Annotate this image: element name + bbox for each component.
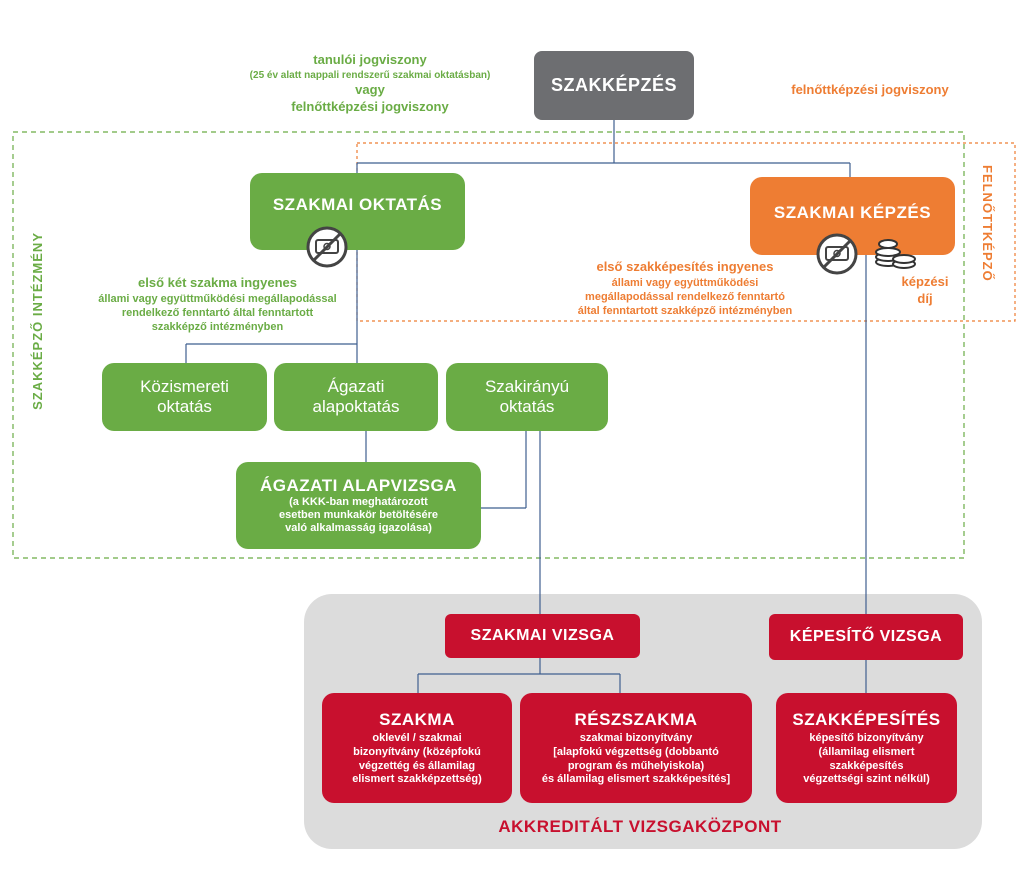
szakkepesites-line2: (államilag elismert — [818, 745, 915, 758]
reszszakma-line1: szakmai bizonyítvány — [579, 732, 693, 745]
szakmai-vizsga-title: SZAKMAI VIZSGA — [470, 627, 615, 644]
oktatas-note-line1: első két szakma ingyenes — [138, 275, 297, 290]
szakiranyu-box: Szakirányú oktatás — [446, 363, 608, 431]
top-note-line1: tanulói jogviszony — [313, 52, 427, 67]
szakma-box: SZAKMA oklevél / szakmai bizonyítvány (k… — [322, 693, 512, 803]
szakkepzo-intezmeny-region — [12, 131, 965, 559]
szakma-line4: elismert szakképzettség) — [352, 773, 482, 786]
top-note-line3: vagy — [355, 81, 385, 97]
kozismereti-line1: Közismereti — [140, 377, 229, 396]
szakmai-oktatas-box: SZAKMAI OKTATÁS — [250, 173, 465, 250]
kepzes-note-line4: által fenntartott szakképző intézményben — [577, 305, 793, 318]
reszszakma-title: RÉSZSZAKMA — [574, 709, 698, 729]
szakkepesites-title: SZAKKÉPESÍTÉS — [792, 709, 941, 729]
reszszakma-line2: [alapfokú végzettség (dobbantó — [553, 745, 719, 758]
agazati-box: Ágazati alapoktatás — [274, 363, 438, 431]
felnottkepzo-region — [356, 142, 1016, 322]
alapvizsga-line1: (a KKK-ban meghatározott — [289, 495, 428, 508]
agazati-line2: alapoktatás — [312, 397, 400, 416]
szakma-line1: oklevél / szakmai — [372, 732, 462, 745]
kepzes-note: első szakképesítés ingyenes állami vagy … — [555, 259, 815, 319]
reszszakma-line4: és államilag elismert szakképesítés] — [541, 773, 731, 786]
kepesito-vizsga-title: KÉPESÍTŐ VIZSGA — [789, 628, 943, 645]
szakmai-oktatas-title: SZAKMAI OKTATÁS — [272, 194, 443, 214]
alapvizsga-box: ÁGAZATI ALAPVIZSGA (a KKK-ban meghatároz… — [236, 462, 481, 549]
alapvizsga-line3: való alkalmasság igazolása) — [285, 522, 432, 535]
oktatas-note-line3: rendelkező fenntartó által fenntartott — [121, 307, 314, 320]
no-money-icon-2 — [816, 233, 858, 275]
kozismereti-line2: oktatás — [157, 397, 212, 416]
akkreditalt-label: AKKREDITÁLT VIZSGAKÖZPONT — [498, 817, 782, 836]
szakkepzo-intezmeny-label: SZAKKÉPZŐ INTÉZMÉNY — [30, 232, 45, 410]
szakma-line2: bizonyítvány (középfokú — [353, 745, 481, 758]
szakkepesites-box: SZAKKÉPESÍTÉS képesítő bizonyítvány (áll… — [776, 693, 957, 803]
felnottkepzo-label: FELNŐTTKÉPZŐ — [980, 165, 995, 282]
alapvizsga-line2: esetben munkakör betöltésére — [279, 509, 438, 522]
root-box: SZAKKÉPZÉS — [534, 51, 694, 120]
agazati-line1: Ágazati — [327, 377, 385, 396]
szakkepesites-line4: végzettségi szint nélkül) — [803, 773, 930, 786]
fee-note-line1: képzési — [901, 274, 949, 289]
kepzes-note-line3: megállapodással rendelkező fenntartó — [585, 291, 785, 304]
top-note-line2: (25 év alatt nappali rendszerű szakmai o… — [249, 69, 491, 81]
oktatas-note-line2: állami vagy együttműködési megállapodáss… — [98, 292, 337, 305]
top-note: tanulói jogviszony (25 év alatt nappali … — [210, 52, 530, 116]
szakkepesites-line1: képesítő bizonyítvány — [809, 732, 924, 745]
szakma-title: SZAKMA — [379, 709, 455, 729]
szakmai-vizsga-box: SZAKMAI VIZSGA — [445, 614, 640, 658]
reszszakma-box: RÉSZSZAKMA szakmai bizonyítvány [alapfok… — [520, 693, 752, 803]
szakmai-kepzes-box: SZAKMAI KÉPZÉS — [750, 177, 955, 255]
szakkepesites-line3: szakképesítés — [829, 759, 904, 772]
kepesito-vizsga-box: KÉPESÍTŐ VIZSGA — [769, 614, 963, 660]
alapvizsga-title: ÁGAZATI ALAPVIZSGA — [260, 475, 457, 495]
right-note: felnőttképzési jogviszony — [791, 82, 949, 97]
kozismereti-box: Közismereti oktatás — [102, 363, 267, 431]
szakiranyu-line2: oktatás — [499, 397, 555, 416]
top-note-line4: felnőttképzési jogviszony — [291, 98, 449, 114]
coins-icon — [875, 239, 916, 269]
oktatas-note: első két szakma ingyenes állami vagy egy… — [75, 275, 360, 335]
kepzes-note-line1: első szakképesítés ingyenes — [596, 259, 774, 274]
oktatas-note-line4: szakképző intézményben — [151, 321, 284, 334]
kepzes-note-line2: állami vagy együttműködési — [611, 276, 759, 289]
szakiranyu-line1: Szakirányú — [484, 377, 570, 396]
fee-note: képzési díj — [895, 274, 955, 308]
reszszakma-line3: program és műhelyiskola) — [567, 759, 705, 772]
fee-note-line2: díj — [917, 290, 933, 306]
szakmai-kepzes-title: SZAKMAI KÉPZÉS — [773, 203, 932, 222]
no-money-icon — [306, 226, 348, 268]
szakma-line3: végzettég és államilag — [358, 759, 476, 772]
root-title: SZAKKÉPZÉS — [550, 75, 678, 95]
